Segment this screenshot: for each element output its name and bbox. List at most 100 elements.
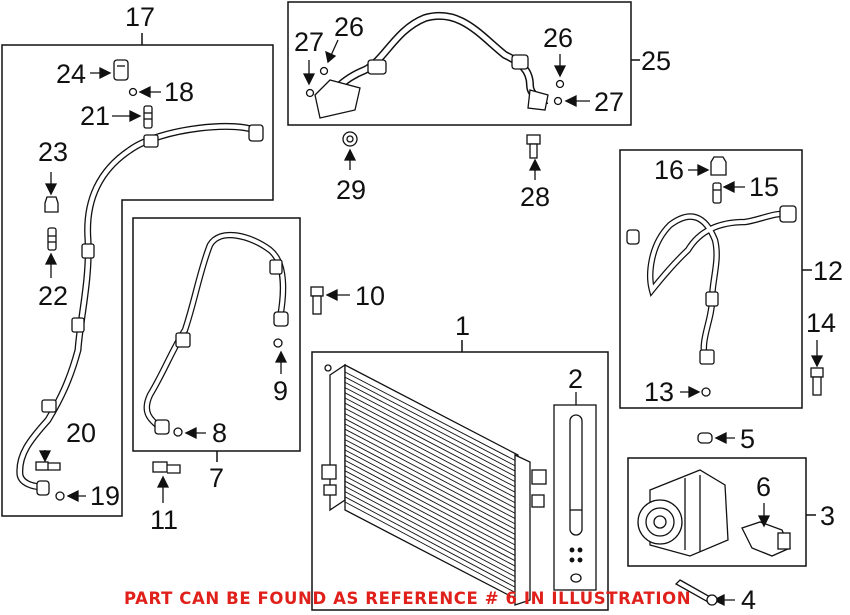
condenser-fin (344, 460, 519, 553)
callout-23: 23 (38, 137, 69, 167)
cap-26-left (319, 66, 329, 76)
condenser-fin (344, 376, 519, 468)
group-box-3 (627, 457, 807, 567)
arrow-14 (810, 340, 824, 368)
compressor-3 (637, 469, 729, 557)
condenser-fin (344, 501, 519, 595)
bolt-11 (152, 461, 181, 474)
condenser-fin (344, 470, 519, 563)
group-box-2 (553, 404, 597, 591)
condenser-fin (344, 428, 519, 521)
condenser-fin (344, 387, 519, 479)
condenser-fin (344, 449, 519, 542)
condenser-fin (344, 408, 519, 500)
arrow-10 (325, 288, 350, 302)
condenser-fin (344, 434, 519, 526)
bolt-14 (810, 367, 824, 396)
callout-1: 1 (455, 311, 471, 341)
arrow-18 (138, 85, 161, 99)
callout-16: 16 (654, 155, 685, 185)
leader-arrows (38, 39, 824, 607)
arrow-16 (688, 163, 710, 177)
arrow-13 (680, 385, 701, 399)
callout-10: 10 (355, 281, 386, 311)
cap-23 (44, 196, 59, 213)
reference-banner: PART CAN BE FOUND AS REFERENCE # 6 IN IL… (124, 589, 692, 608)
o-ring-27-left (305, 88, 315, 98)
condenser-fin (344, 444, 519, 537)
arrow-11 (156, 475, 170, 503)
condenser-fin (344, 382, 519, 473)
callout-27-right: 27 (594, 87, 625, 117)
callout-12: 12 (813, 256, 844, 286)
callout-5: 5 (740, 424, 756, 454)
arrow-8 (184, 426, 206, 440)
group-box-1 (311, 351, 609, 611)
arrow-9 (274, 350, 288, 374)
callout-26-left: 26 (334, 12, 365, 42)
callout-15: 15 (749, 172, 780, 202)
callout-4: 4 (741, 585, 757, 615)
nut-29 (342, 131, 358, 147)
o-ring-9 (273, 338, 283, 348)
callout-21: 21 (80, 101, 111, 131)
ac-line-25 (314, 11, 549, 119)
bolt-28 (526, 134, 541, 159)
arrow-26-left (325, 39, 339, 64)
valve-22 (47, 227, 57, 251)
ac-line-7 (143, 231, 289, 435)
condenser-fin (344, 392, 519, 484)
condenser-fin (344, 418, 519, 510)
ac-line-12 (626, 205, 797, 365)
callout-3: 3 (820, 501, 836, 531)
condenser-fin (344, 413, 519, 505)
cap-26-right (555, 79, 565, 89)
bolt-10 (310, 286, 324, 315)
callout-9: 9 (273, 376, 289, 406)
callout-11: 11 (150, 505, 179, 535)
callout-18: 18 (164, 77, 195, 107)
o-ring-18 (128, 87, 138, 97)
arrow-24 (90, 66, 112, 80)
group-box-17 (1, 33, 274, 517)
arrow-22 (44, 252, 58, 278)
condenser-fin (344, 486, 519, 579)
ac-line-17 (16, 122, 264, 496)
arrow-20 (38, 450, 52, 463)
callout-19: 19 (90, 481, 121, 511)
callout-24: 24 (56, 59, 87, 89)
callout-7: 7 (209, 463, 225, 493)
condenser-fin (344, 475, 519, 568)
drier-2 (569, 414, 583, 583)
callout-13: 13 (644, 377, 675, 407)
condenser-1 (321, 363, 547, 606)
condenser-fin (344, 496, 519, 590)
arrow-15 (722, 180, 745, 194)
condenser-fin (344, 397, 519, 489)
arrow-27-left (302, 60, 316, 86)
o-ring-19 (55, 491, 65, 501)
condenser-fin (344, 454, 519, 547)
group-box-12 (619, 149, 803, 409)
sensor-6 (741, 521, 791, 557)
condenser-fin (344, 491, 519, 584)
o-ring-27-right (553, 96, 563, 106)
o-ring-8 (173, 427, 183, 437)
condenser-fin (344, 465, 519, 558)
arrow-5 (714, 431, 735, 445)
callout-25: 25 (641, 46, 672, 76)
callout-17: 17 (125, 2, 156, 32)
arrow-6 (757, 503, 771, 528)
arrow-27-right (564, 94, 590, 108)
o-ring-13 (701, 387, 711, 397)
callout-26-right: 26 (543, 23, 574, 53)
pressure-switch-24 (113, 59, 129, 81)
arrow-21 (112, 109, 142, 123)
condenser-fin (344, 480, 519, 574)
condenser-fin (344, 371, 519, 463)
arrow-29 (343, 148, 357, 170)
valve-21 (143, 105, 153, 129)
valve-15 (712, 182, 722, 204)
condenser-fin (344, 423, 519, 516)
